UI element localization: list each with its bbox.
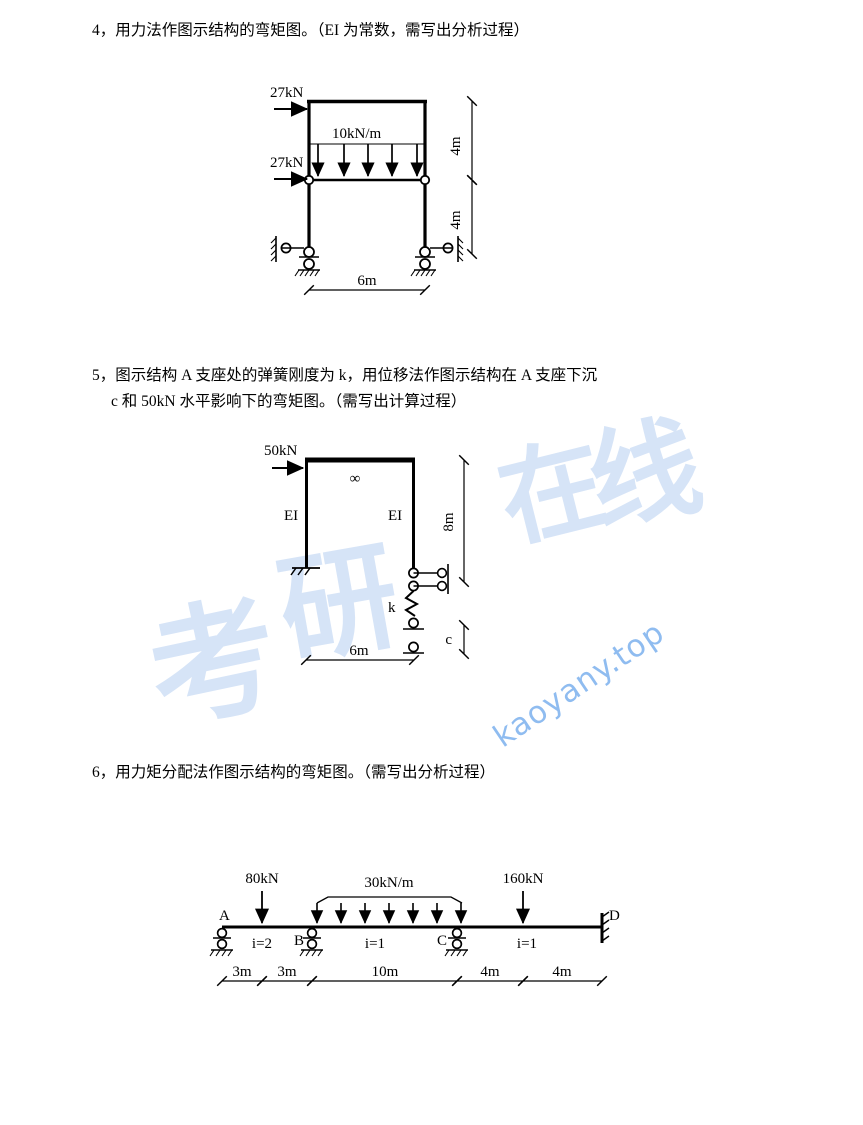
question-5-line1: 图示结构 A 支座处的弹簧刚度为 k，用位移法作图示结构在 A 支座下沉 <box>115 367 598 384</box>
left-base-support <box>290 567 320 576</box>
upper-height-label: 4m <box>448 136 464 156</box>
support-b <box>299 927 323 957</box>
dim-4-label: 4m <box>480 964 500 980</box>
watermark-url: kaoyany.top <box>487 614 672 755</box>
support-c <box>444 927 468 957</box>
settlement-label: c <box>445 632 452 648</box>
question-5-text-line2: c 和 50kN 水平影响下的弯矩图。（需写出计算过程） <box>111 389 466 415</box>
distributed-load-group: 30kN/m <box>310 875 468 924</box>
node-c-label: C <box>437 933 447 949</box>
question-4-line1: 用力法作图示结构的弯矩图。（EI 为常数，需写出分析过程） <box>115 22 530 39</box>
span-dimension-group: 6m <box>300 643 420 666</box>
question-5-line2: c 和 50kN 水平影响下的弯矩图。（需写出计算过程） <box>111 393 467 410</box>
mid-load-label: 27kN <box>270 155 304 171</box>
support-a <box>209 927 233 957</box>
point-load-2-label: 160kN <box>503 871 544 887</box>
figure-6: A B C D 80kN 30kN/m 160kN <box>205 865 635 990</box>
udl-label: 10kN/m <box>332 126 382 142</box>
right-column-stiffness-label: EI <box>388 508 402 524</box>
spring-support: k <box>388 564 449 654</box>
left-base-support <box>270 236 320 277</box>
frame-height-label: 8m <box>441 512 457 532</box>
left-column-stiffness-label: EI <box>284 508 298 524</box>
question-5-text: 5，图示结构 A 支座处的弹簧刚度为 k，用位移法作图示结构在 A 支座下沉 <box>92 363 597 389</box>
settlement-dimension-group: c <box>445 619 470 660</box>
node-b-label: B <box>294 933 304 949</box>
watermark-cjk-4: 线 <box>577 399 713 550</box>
span-label: 6m <box>357 273 377 289</box>
question-6-line1: 用力矩分配法作图示结构的弯矩图。（需写出分析过程） <box>115 764 496 781</box>
spring-stiffness-label: k <box>388 600 396 616</box>
question-5-number: 5， <box>92 367 116 384</box>
height-dimension-group: 8m <box>441 454 470 588</box>
question-4-text: 4，用力法作图示结构的弯矩图。（EI 为常数，需写出分析过程） <box>92 18 529 44</box>
span-dimension-group: 6m <box>303 273 431 296</box>
node-d-label: D <box>609 908 620 924</box>
figure-5: ∞ EI EI 50kN k <box>262 440 487 675</box>
dim-3-label: 10m <box>372 964 399 980</box>
span-cd-stiffness-label: i=1 <box>517 936 537 952</box>
question-6-text: 6，用力矩分配法作图示结构的弯矩图。（需写出分析过程） <box>92 760 495 786</box>
node-a-label: A <box>219 908 230 924</box>
watermark-cjk-3: 在 <box>486 419 618 564</box>
vertical-dimension-group: 4m 4m <box>448 95 478 260</box>
span-ab-stiffness-label: i=2 <box>252 936 272 952</box>
dimension-chain: 3m 3m 10m 4m 4m <box>216 964 608 987</box>
beam-stiffness-label: ∞ <box>350 471 361 487</box>
right-beam-hinge <box>419 174 431 186</box>
dim-5-label: 4m <box>552 964 572 980</box>
question-4-number: 4， <box>92 22 116 39</box>
lateral-load-label: 50kN <box>264 443 298 459</box>
top-load-label: 27kN <box>270 85 304 101</box>
dim-2-label: 3m <box>277 964 297 980</box>
dim-1-label: 3m <box>232 964 252 980</box>
right-base-support <box>410 236 464 277</box>
figure-4: 10kN/m 27kN 27kN <box>262 82 497 307</box>
span-bc-stiffness-label: i=1 <box>365 936 385 952</box>
distributed-load-label: 30kN/m <box>364 875 414 891</box>
lower-height-label: 4m <box>448 210 464 230</box>
span-label: 6m <box>349 643 369 659</box>
question-6-number: 6， <box>92 764 116 781</box>
support-d <box>600 911 610 943</box>
point-load-1-label: 80kN <box>245 871 279 887</box>
